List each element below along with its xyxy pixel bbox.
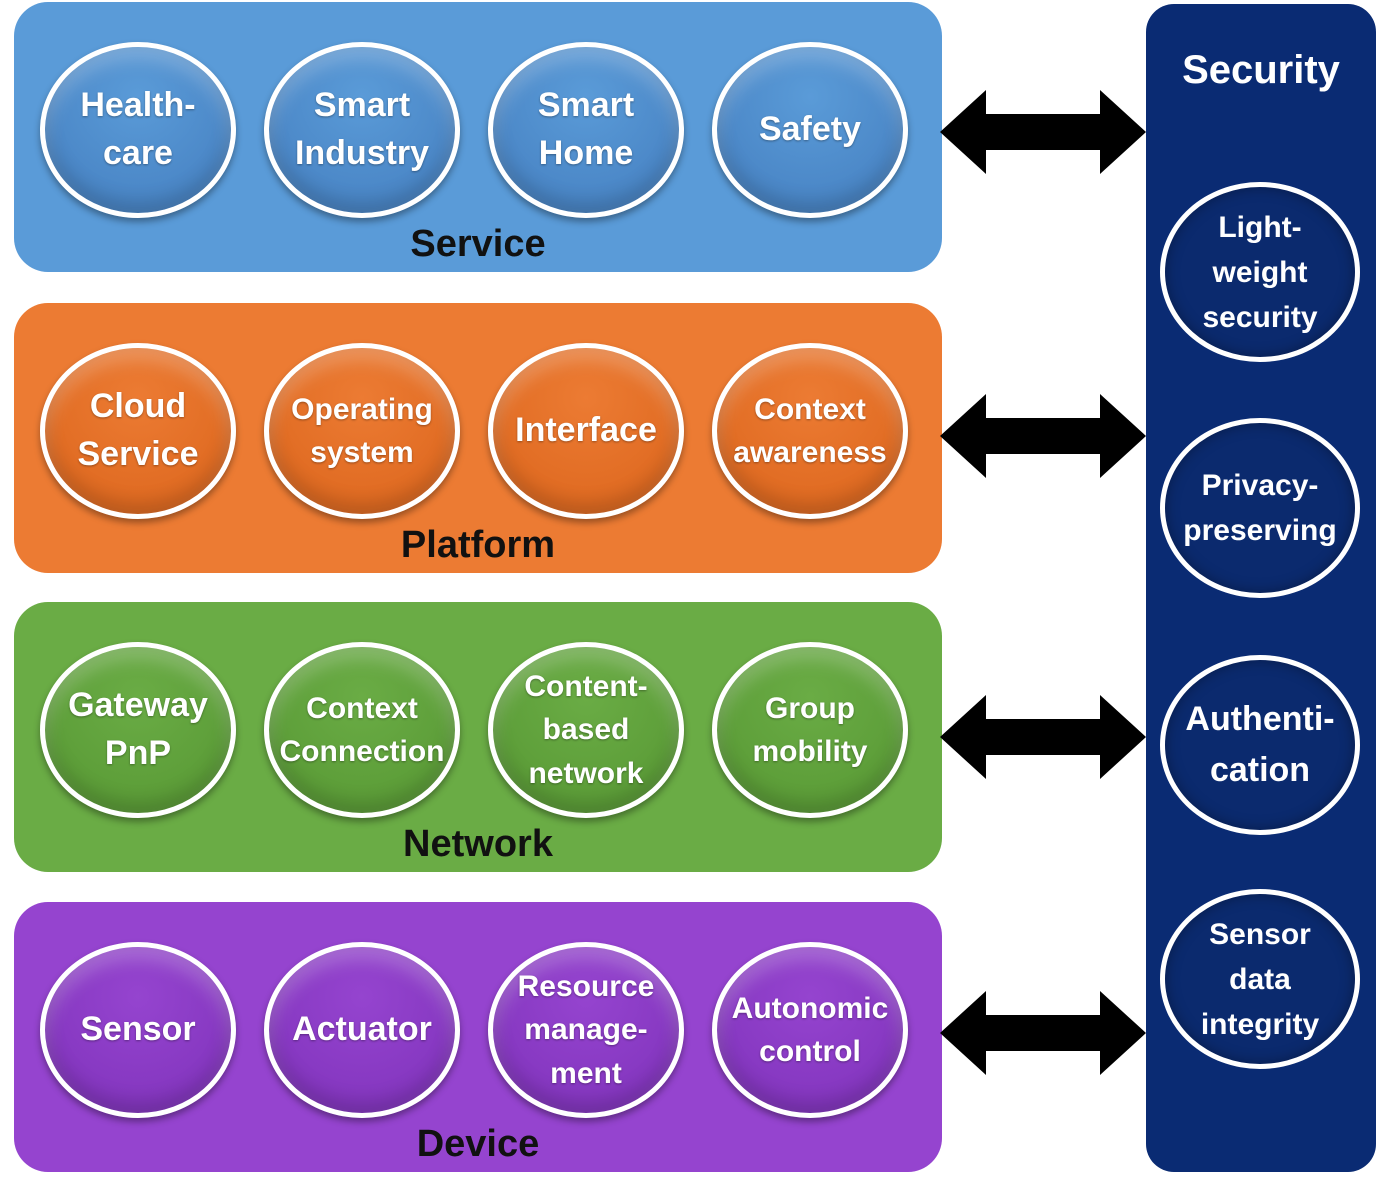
security-panel: Security Light- weight security Privacy-…	[1146, 4, 1376, 1172]
interface-circle: Interface	[488, 343, 684, 519]
group-mobility-circle: Group mobility	[712, 642, 908, 818]
device-label: Device	[416, 1123, 540, 1165]
cloud-service-circle: Cloud Service	[40, 343, 236, 519]
double-arrow-icon	[940, 90, 1146, 174]
platform-layer: Cloud Service Operating system Interface…	[14, 303, 942, 573]
service-layer: Health- care Smart Industry Smart Home S…	[14, 2, 942, 272]
safety-circle: Safety	[712, 42, 908, 218]
network-layer: Gateway PnP Context Connection Content- …	[14, 602, 942, 872]
context-awareness-circle: Context awareness	[712, 343, 908, 519]
content-based-network-circle: Content- based network	[488, 642, 684, 818]
smart-industry-circle: Smart Industry	[264, 42, 460, 218]
actuator-circle: Actuator	[264, 942, 460, 1118]
network-label: Network	[403, 823, 553, 865]
resource-management-circle: Resource manage- ment	[488, 942, 684, 1118]
platform-label: Platform	[400, 524, 556, 566]
context-connection-circle: Context Connection	[264, 642, 460, 818]
operating-system-circle: Operating system	[264, 343, 460, 519]
autonomic-control-circle: Autonomic control	[712, 942, 908, 1118]
sensor-circle: Sensor	[40, 942, 236, 1118]
lightweight-security-circle: Light- weight security	[1160, 182, 1360, 362]
service-label: Service	[410, 223, 546, 265]
double-arrow-icon	[940, 394, 1146, 478]
smart-home-circle: Smart Home	[488, 42, 684, 218]
double-arrow-icon	[940, 695, 1146, 779]
device-layer: Sensor Actuator Resource manage- ment Au…	[14, 902, 942, 1172]
authentication-circle: Authenti- cation	[1160, 655, 1360, 835]
security-title: Security	[1182, 48, 1340, 92]
double-arrow-icon	[940, 991, 1146, 1075]
gateway-pnp-circle: Gateway PnP	[40, 642, 236, 818]
sensor-data-integrity-circle: Sensor data integrity	[1160, 889, 1360, 1069]
privacy-preserving-circle: Privacy- preserving	[1160, 418, 1360, 598]
healthcare-circle: Health- care	[40, 42, 236, 218]
